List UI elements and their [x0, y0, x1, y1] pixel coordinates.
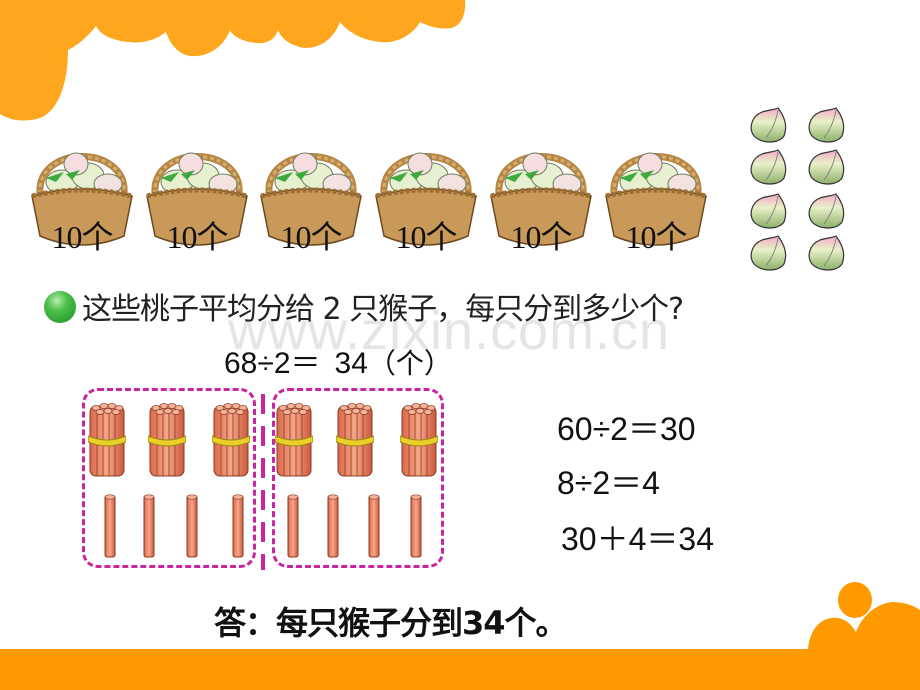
peach-basket: 10个: [600, 124, 712, 260]
stick-bundle-icon: [275, 403, 313, 477]
basket-icon: [146, 152, 248, 246]
single-stick-icon: [410, 494, 422, 558]
question: 这些桃子平均分给 2 只猴子，每只分到多少个?: [44, 284, 684, 328]
answer-text: 答：每只猴子分到34个。: [214, 604, 568, 642]
basket-icon: [260, 152, 362, 246]
peach-icon: [750, 235, 787, 271]
basket-icon: [605, 152, 707, 246]
peach-icon: [808, 149, 845, 185]
basket-count-label: 10个: [395, 219, 457, 255]
stick-bundle-icon: [148, 403, 186, 477]
peach-icon: [750, 149, 787, 185]
single-stick-icon: [287, 494, 299, 558]
question-text: 这些桃子平均分给 2 只猴子，每只分到多少个?: [82, 292, 684, 327]
peach-icon: [750, 107, 787, 143]
peach-icon: [808, 193, 845, 229]
calc-step: 8÷2＝4: [557, 465, 660, 501]
equation-expression: 68÷2＝: [224, 347, 321, 380]
basket-icon: [375, 152, 477, 246]
peach-basket: 10个: [255, 124, 367, 260]
equation-result: 34: [334, 347, 368, 380]
stick-bundle-icon: [212, 403, 250, 477]
calc-step: 30＋4＝34: [561, 521, 714, 557]
basket-count-label: 10个: [166, 219, 228, 255]
main-equation: 68÷2＝ 34（个）: [224, 338, 452, 382]
single-stick-icon: [232, 494, 244, 558]
basket-icon: [490, 152, 592, 246]
group-divider: [261, 394, 265, 570]
basket-count-label: 10个: [625, 219, 687, 255]
stick-bundle-icon: [336, 403, 374, 477]
stick-group-right: [272, 388, 444, 568]
orange-cloud-top-decoration: [0, 0, 466, 121]
basket-count-label: 10个: [510, 219, 572, 255]
basket-icon: [31, 152, 133, 246]
single-stick-icon: [104, 494, 116, 558]
peach-basket: 10个: [370, 124, 482, 260]
stick-group-left: [82, 388, 256, 568]
single-stick-icon: [368, 494, 380, 558]
peach-icon: [808, 107, 845, 143]
basket-count-label: 10个: [51, 219, 113, 255]
peach-basket: 10个: [141, 124, 253, 260]
stick-bundle-icon: [88, 403, 126, 477]
peach-icon: [808, 235, 845, 271]
green-bullet-icon: [44, 290, 76, 323]
single-stick-icon: [143, 494, 155, 558]
basket-count-label: 10个: [280, 219, 342, 255]
peach-icon: [750, 193, 787, 229]
calc-step: 60÷2＝30: [557, 411, 696, 447]
equation-unit: （个）: [367, 347, 452, 380]
watermark: www.zixin.com.cn: [228, 301, 671, 361]
single-stick-icon: [327, 494, 339, 558]
single-stick-icon: [186, 494, 198, 558]
peach-basket: 10个: [26, 124, 138, 260]
orange-cloud-bottom-decoration: [0, 582, 920, 690]
peach-basket: 10个: [485, 124, 597, 260]
stick-bundle-icon: [400, 403, 438, 477]
